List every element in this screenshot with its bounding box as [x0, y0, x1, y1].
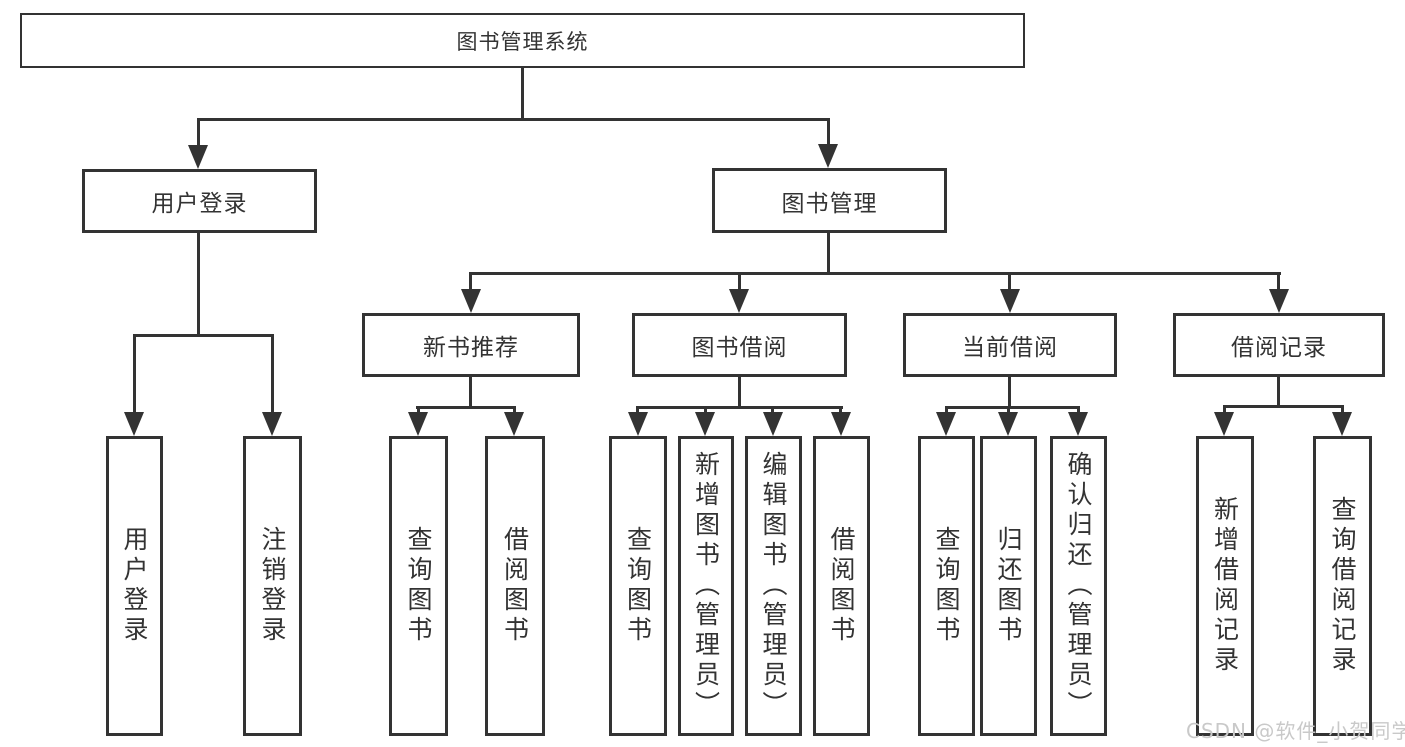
leaf-bb-query-books-label: 查询图书 — [623, 526, 653, 646]
connector-stem-leaf-user-login — [133, 334, 136, 414]
leaf-cb-return-books: 归还图书 — [980, 436, 1037, 736]
node-book-borrowing: 图书借阅 — [632, 313, 847, 377]
arrowhead-br-query — [1332, 412, 1352, 436]
arrowhead-user-login — [188, 145, 208, 169]
arrowhead-book-management — [818, 144, 838, 168]
connector-book-management-stub — [827, 233, 830, 274]
arrowhead-bb-query — [628, 412, 648, 436]
connector-book-management-bus — [469, 272, 1281, 275]
node-borrowing-records-label: 借阅记录 — [1231, 335, 1327, 361]
leaf-logout: 注销登录 — [243, 436, 302, 736]
connector-borrowing-records-stub — [1277, 377, 1280, 407]
leaf-nb-query-books: 查询图书 — [389, 436, 448, 736]
arrowhead-bb-edit — [763, 412, 783, 436]
leaf-nb-borrow-books-label: 借阅图书 — [500, 526, 530, 646]
leaf-cb-query-books: 查询图书 — [918, 436, 975, 736]
arrowhead-cb-return — [998, 412, 1018, 436]
leaf-nb-borrow-books: 借阅图书 — [485, 436, 545, 736]
arrowhead-bb-add — [695, 412, 715, 436]
leaf-cb-confirm-return-admin: 确认归还（管理员） — [1050, 436, 1107, 736]
leaf-user-login: 用户登录 — [106, 436, 163, 736]
leaf-bb-query-books: 查询图书 — [609, 436, 667, 736]
connector-stem-br-query — [1341, 405, 1344, 414]
connector-user-login-bus — [133, 334, 274, 337]
node-user-login-label: 用户登录 — [151, 191, 248, 217]
arrowhead-leaf-logout — [262, 412, 282, 436]
arrowhead-current-borrowing — [1000, 289, 1020, 313]
connector-stem-leaf-logout — [271, 334, 274, 414]
arrowhead-book-borrowing — [729, 289, 749, 313]
leaf-bb-edit-books-admin-label: 编辑图书（管理员） — [759, 451, 788, 721]
arrowhead-cb-confirm — [1068, 412, 1088, 436]
connector-root-stub — [521, 68, 524, 119]
connector-stem-bb-borrow — [839, 406, 842, 414]
arrowhead-nb-query — [408, 412, 428, 436]
leaf-nb-query-books-label: 查询图书 — [404, 526, 433, 646]
connector-root-bus — [197, 118, 830, 121]
leaf-br-add-record-label: 新增借阅记录 — [1210, 496, 1240, 676]
connector-stem-current-borrowing — [1008, 272, 1011, 292]
leaf-bb-borrow-books-label: 借阅图书 — [827, 526, 856, 646]
connector-new-book-bus — [416, 406, 516, 409]
leaf-bb-add-books-admin-label: 新增图书（管理员） — [691, 451, 721, 721]
leaf-br-add-record: 新增借阅记录 — [1196, 436, 1254, 736]
node-library-system-label: 图书管理系统 — [456, 29, 589, 54]
connector-user-login-stub — [197, 233, 200, 336]
connector-stem-nb-borrow — [513, 406, 516, 414]
connector-borrowing-records-bus — [1223, 405, 1344, 408]
connector-book-borrowing-bus — [636, 406, 843, 409]
node-borrowing-records: 借阅记录 — [1173, 313, 1385, 377]
connector-current-borrowing-stub — [1008, 377, 1011, 408]
leaf-logout-label: 注销登录 — [258, 526, 287, 646]
node-current-borrowing: 当前借阅 — [903, 313, 1117, 377]
node-book-borrowing-label: 图书借阅 — [691, 335, 788, 361]
leaf-user-login-label: 用户登录 — [120, 526, 149, 646]
leaf-cb-confirm-return-admin-label: 确认归还（管理员） — [1064, 451, 1093, 721]
connector-stem-cb-confirm — [1077, 406, 1080, 414]
arrowhead-new-book — [461, 289, 481, 313]
node-user-login: 用户登录 — [82, 169, 317, 233]
connector-current-borrowing-bus — [945, 406, 1080, 409]
arrowhead-br-add — [1214, 412, 1234, 436]
node-book-management: 图书管理 — [712, 168, 947, 233]
connector-stem-user-login — [197, 118, 200, 148]
arrowhead-bb-borrow — [831, 412, 851, 436]
arrowhead-borrowing-records — [1269, 289, 1289, 313]
connector-stem-cb-query — [945, 406, 948, 414]
connector-stem-cb-return — [1007, 406, 1010, 414]
node-new-book-recommend: 新书推荐 — [362, 313, 580, 377]
node-book-management-label: 图书管理 — [781, 190, 878, 217]
connector-stem-book-borrowing — [738, 272, 741, 292]
leaf-bb-add-books-admin: 新增图书（管理员） — [678, 436, 734, 736]
connector-stem-br-add — [1223, 405, 1226, 414]
leaf-br-query-record-label: 查询借阅记录 — [1328, 496, 1357, 676]
csdn-watermark: CSDN @软件_小贺同学 — [1186, 719, 1405, 743]
leaf-cb-return-books-label: 归还图书 — [994, 526, 1023, 646]
leaf-bb-borrow-books: 借阅图书 — [813, 436, 870, 736]
leaf-cb-query-books-label: 查询图书 — [932, 526, 961, 646]
connector-stem-bb-add — [704, 406, 707, 414]
arrowhead-leaf-user-login — [124, 412, 144, 436]
arrowhead-nb-borrow — [504, 412, 524, 436]
connector-book-borrowing-stub — [738, 377, 741, 408]
node-library-system: 图书管理系统 — [20, 13, 1025, 68]
node-new-book-recommend-label: 新书推荐 — [423, 335, 519, 361]
leaf-br-query-record: 查询借阅记录 — [1313, 436, 1372, 736]
connector-stem-book-management — [827, 118, 830, 148]
connector-stem-nb-query — [417, 406, 420, 414]
connector-stem-new-book — [469, 272, 472, 292]
node-current-borrowing-label: 当前借阅 — [962, 335, 1058, 361]
connector-stem-bb-edit — [771, 406, 774, 414]
connector-new-book-stub — [469, 377, 472, 408]
connector-stem-bb-query — [636, 406, 639, 414]
connector-stem-borrowing-records — [1277, 272, 1280, 292]
arrowhead-cb-query — [936, 412, 956, 436]
leaf-bb-edit-books-admin: 编辑图书（管理员） — [745, 436, 802, 736]
